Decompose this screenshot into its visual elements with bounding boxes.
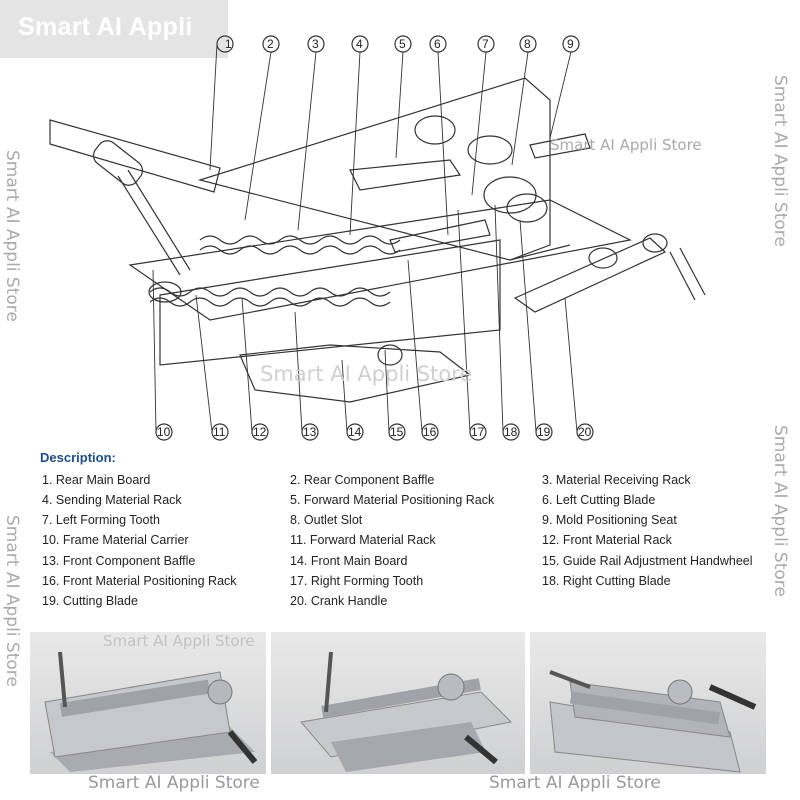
description-item: 16. Front Material Positioning Rack — [42, 574, 237, 588]
callout-4: 4 — [356, 37, 363, 51]
callout-3: 3 — [312, 37, 319, 51]
callout-11: 11 — [213, 425, 226, 439]
callout-18: 18 — [504, 425, 518, 439]
callout-2: 2 — [267, 37, 274, 51]
callout-7: 7 — [482, 37, 489, 51]
description-item: 18. Right Cutting Blade — [542, 574, 671, 588]
callout-12: 12 — [253, 425, 267, 439]
description-item: 4. Sending Material Rack — [42, 493, 182, 507]
callout-13: 13 — [303, 425, 317, 439]
product-photo-3 — [530, 632, 766, 774]
description-item: 13. Front Component Baffle — [42, 554, 196, 568]
description-item: 10. Frame Material Carrier — [42, 533, 189, 547]
machine-photo-2 — [300, 651, 513, 772]
description-item: 2. Rear Component Baffle — [290, 473, 435, 487]
description-item: 17. Right Forming Tooth — [290, 574, 424, 588]
callout-10: 10 — [157, 425, 171, 439]
callout-17: 17 — [471, 425, 485, 439]
description-item: 1. Rear Main Board — [42, 473, 151, 487]
callout-8: 8 — [524, 37, 531, 51]
callout-14: 14 — [348, 425, 362, 439]
machine-photo-1 — [44, 651, 258, 772]
callout-20: 20 — [578, 425, 592, 439]
product-photo-2 — [271, 632, 525, 774]
brand-tag-text: Smart AI Appli — [18, 13, 193, 41]
callout-5: 5 — [399, 37, 406, 51]
description-item: 20. Crank Handle — [290, 594, 388, 608]
description-item: 6. Left Cutting Blade — [542, 493, 656, 507]
watermark-left-lower: Smart AI Appli Store — [2, 515, 22, 687]
description-item: 9. Mold Positioning Seat — [542, 513, 677, 527]
brand-tag: Smart AI Appli — [0, 0, 228, 58]
machine-frame — [49, 77, 706, 403]
watermark-photo-top: Smart AI Appli Store — [103, 632, 255, 650]
callout-16: 16 — [423, 425, 437, 439]
product-photo-1 — [30, 632, 266, 774]
description-item: 3. Material Receiving Rack — [542, 473, 691, 487]
description-item: 11. Forward Material Rack — [290, 533, 436, 547]
machine-drawing — [49, 35, 706, 441]
watermark-left-upper: Smart AI Appli Store — [2, 150, 22, 322]
description-item: 19. Cutting Blade — [42, 594, 138, 608]
description-item: 7. Left Forming Tooth — [42, 513, 160, 527]
watermark-right-upper: Smart AI Appli Store — [770, 75, 790, 247]
watermark-diagram-center: Smart AI Appli Store — [260, 362, 473, 386]
description-item: 15. Guide Rail Adjustment Handwheel — [542, 554, 753, 568]
description-title: Description: — [40, 450, 116, 465]
description-item: 8. Outlet Slot — [290, 513, 363, 527]
watermark-right-lower: Smart AI Appli Store — [770, 425, 790, 597]
watermark-bottom-right: Smart AI Appli Store — [489, 773, 661, 793]
callout-9: 9 — [567, 37, 574, 51]
machine-photo-3 — [549, 670, 757, 773]
machine-diagram: Smart AI Appli Store Smart AI Appli Stor… — [30, 30, 765, 442]
callout-1: 1 — [225, 37, 232, 51]
callout-19: 19 — [537, 425, 551, 439]
description-item: 5. Forward Material Positioning Rack — [290, 493, 495, 507]
description-item: 14. Front Main Board — [290, 554, 408, 568]
callout-6: 6 — [434, 37, 441, 51]
description-item: 12. Front Material Rack — [542, 533, 672, 547]
watermark-bottom-left: Smart AI Appli Store — [88, 773, 260, 793]
callout-15: 15 — [390, 425, 404, 439]
watermark-diagram-top: Smart AI Appli Store — [550, 136, 702, 154]
